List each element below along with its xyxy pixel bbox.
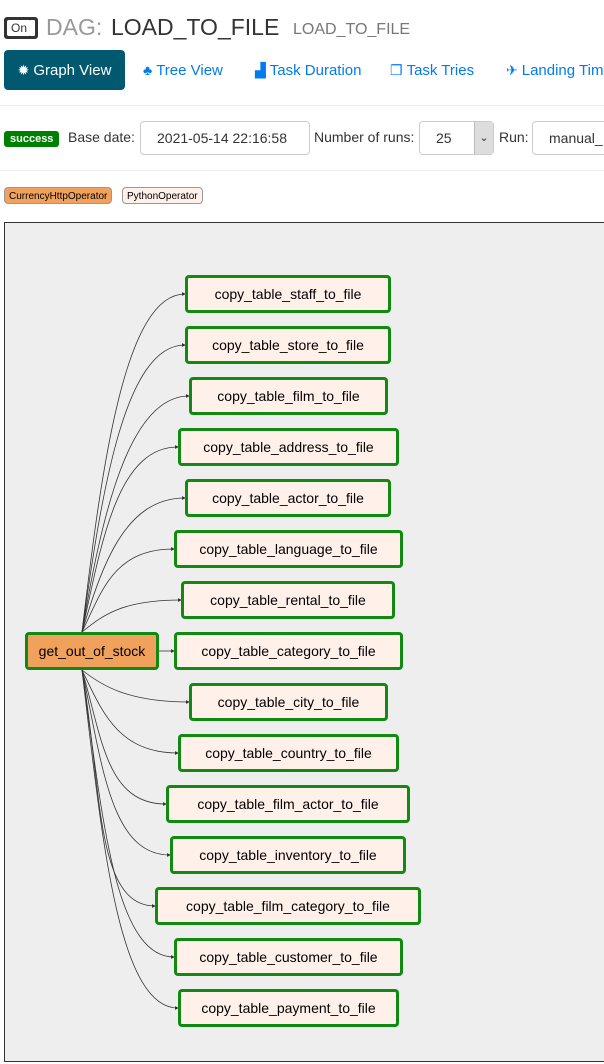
task-node-copy-table-store-to-file[interactable]: copy_table_store_to_file <box>185 326 391 364</box>
tab-tree-view[interactable]: ♣Tree View <box>143 50 223 90</box>
tab-label: Task Tries <box>406 62 475 79</box>
edge-copy-table-store-to-file <box>81 343 186 633</box>
dag-subtitle: LOAD_TO_FILE <box>293 21 411 38</box>
tab-graph-view[interactable]: ✹Graph View <box>4 50 125 90</box>
edge-copy-table-rental-to-file <box>81 598 182 633</box>
base-date-label: Base date: <box>68 129 135 145</box>
sun-icon: ✹ <box>17 62 30 78</box>
task-node-copy-table-city-to-file[interactable]: copy_table_city_to_file <box>189 683 388 721</box>
legend-currency-http-operator[interactable]: CurrencyHttpOperator <box>4 187 113 204</box>
edge-copy-table-payment-to-file <box>81 669 179 1010</box>
tab-label: Tree View <box>156 62 223 79</box>
task-node-copy-table-staff-to-file[interactable]: copy_table_staff_to_file <box>185 275 391 313</box>
tab-label: Task Duration <box>269 62 362 79</box>
edge-copy-table-film-to-file <box>81 394 190 633</box>
num-runs-value: 25 <box>436 130 452 146</box>
copy-icon: ❐ <box>390 62 403 78</box>
dag-graph[interactable]: get_out_of_stock copy_table_staff_to_file… <box>4 222 604 1062</box>
plane-icon: ✈ <box>506 62 518 78</box>
run-label: Run: <box>499 129 529 145</box>
edge-copy-table-film-actor-to-file <box>81 669 167 806</box>
legend-python-operator[interactable]: PythonOperator <box>122 187 203 204</box>
task-node-copy-table-film-to-file[interactable]: copy_table_film_to_file <box>189 377 388 415</box>
task-node-copy-table-category-to-file[interactable]: copy_table_category_to_file <box>174 632 403 670</box>
edge-copy-table-actor-to-file <box>81 496 186 633</box>
tab-label: Landing Time <box>521 62 604 79</box>
task-node-copy-table-language-to-file[interactable]: copy_table_language_to_file <box>174 530 403 568</box>
edge-copy-table-inventory-to-file <box>81 669 171 857</box>
task-node-copy-table-rental-to-file[interactable]: copy_table_rental_to_file <box>181 581 395 619</box>
graph-edges <box>81 292 190 1010</box>
task-node-copy-table-film-category-to-file[interactable]: copy_table_film_category_to_file <box>155 887 421 925</box>
base-date-input[interactable]: 2021-05-14 22:16:58 <box>140 121 310 155</box>
chevron-down-icon: ⌄ <box>474 122 493 154</box>
num-runs-label: Number of runs: <box>314 129 415 145</box>
task-node-copy-table-actor-to-file[interactable]: copy_table_actor_to_file <box>185 479 391 517</box>
divider <box>0 105 604 106</box>
edge-copy-table-address-to-file <box>81 445 179 633</box>
tab-task-tries[interactable]: ❐Task Tries <box>390 50 474 90</box>
tab-label: Graph View <box>33 62 112 79</box>
edge-copy-table-film-category-to-file <box>81 669 156 908</box>
edge-copy-table-language-to-file <box>81 547 175 633</box>
num-runs-select[interactable]: 25 ⌄ <box>419 121 494 155</box>
task-node-copy-table-payment-to-file[interactable]: copy_table_payment_to_file <box>178 989 399 1027</box>
tab-task-duration[interactable]: ▟Task Duration <box>255 50 362 90</box>
edge-copy-table-staff-to-file <box>81 292 186 633</box>
tree-icon: ♣ <box>143 62 153 78</box>
divider <box>0 170 604 171</box>
tab-landing-times[interactable]: ✈Landing Time <box>506 50 604 90</box>
run-select[interactable]: manual_ <box>532 121 604 155</box>
task-node-copy-table-country-to-file[interactable]: copy_table_country_to_file <box>178 734 399 772</box>
dag-title: LOAD_TO_FILE <box>111 14 280 40</box>
task-node-copy-table-address-to-file[interactable]: copy_table_address_to_file <box>178 428 399 466</box>
dag-on-toggle[interactable]: On <box>4 17 38 39</box>
dag-prefix: DAG: <box>46 14 103 40</box>
toggle-label: On <box>7 20 31 36</box>
edge-copy-table-customer-to-file <box>81 669 175 959</box>
toggle-knob <box>30 20 35 36</box>
bar-chart-icon: ▟ <box>255 62 266 78</box>
task-node-copy-table-film-actor-to-file[interactable]: copy_table_film_actor_to_file <box>166 785 410 823</box>
edge-copy-table-country-to-file <box>81 669 179 755</box>
task-node-copy-table-inventory-to-file[interactable]: copy_table_inventory_to_file <box>170 836 406 874</box>
edge-copy-table-city-to-file <box>81 669 190 704</box>
task-node-copy-table-customer-to-file[interactable]: copy_table_customer_to_file <box>174 938 403 976</box>
task-node-get-out-of-stock[interactable]: get_out_of_stock <box>25 632 159 670</box>
status-badge: success <box>4 131 60 147</box>
